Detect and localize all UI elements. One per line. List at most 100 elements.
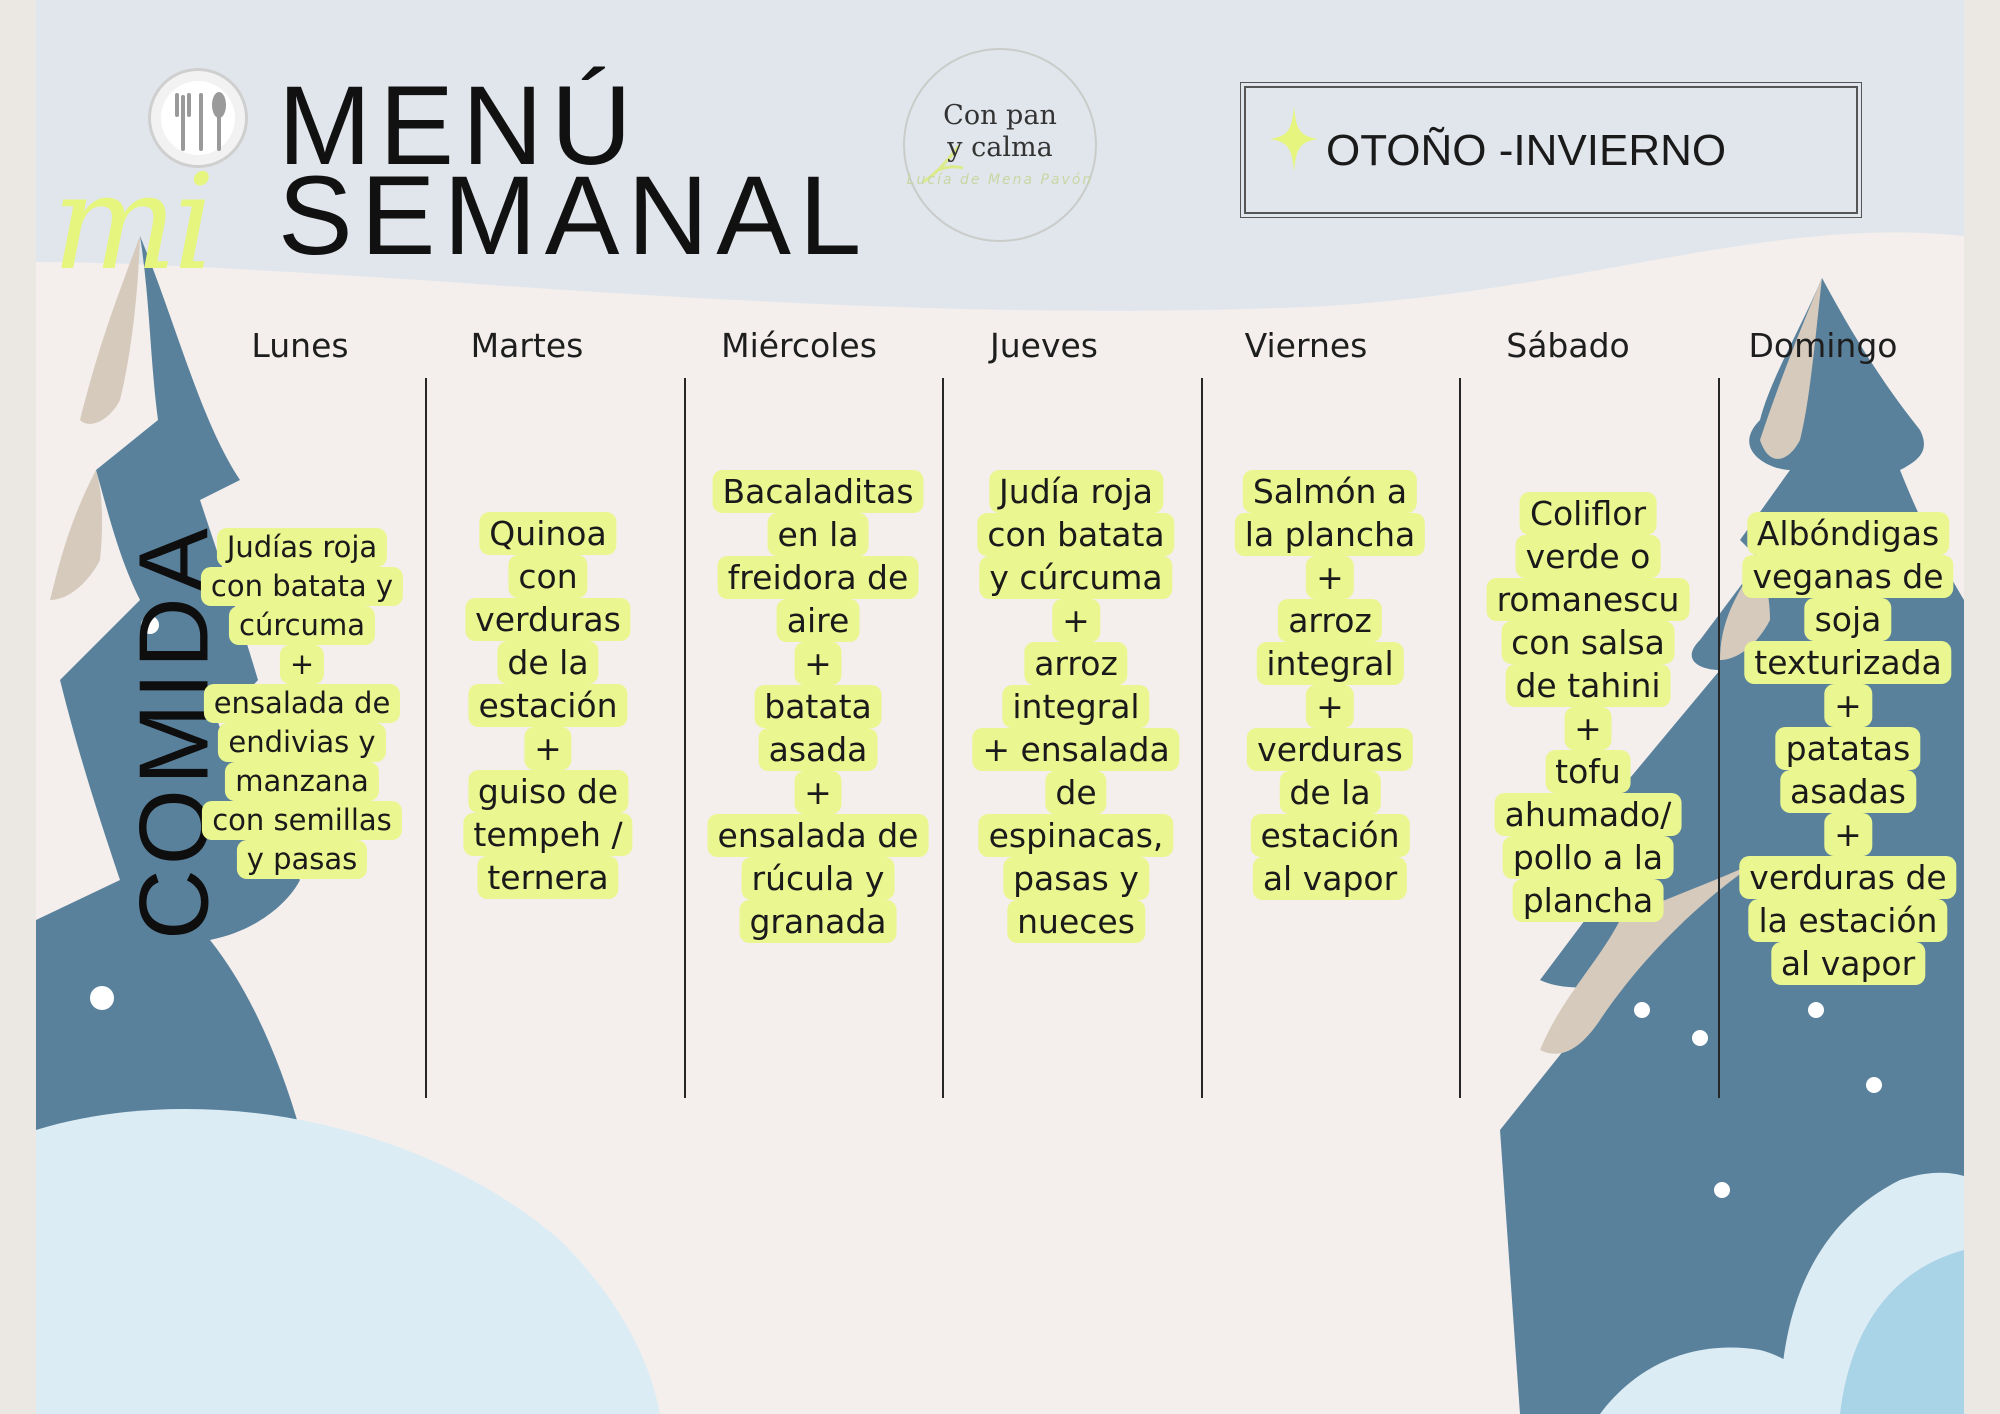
day-header-miercoles: Miércoles	[721, 326, 877, 365]
meal-line: verduras	[465, 598, 631, 641]
meal-line: texturizada	[1744, 641, 1952, 684]
meal-line: la estación	[1748, 899, 1948, 942]
meal-line: patatas	[1775, 727, 1921, 770]
meal-line: tofu	[1545, 750, 1631, 793]
meal-line: con	[508, 555, 588, 598]
day-header-viernes: Viernes	[1244, 326, 1368, 365]
meal-line: ahumado/	[1494, 793, 1682, 836]
column-divider	[684, 378, 686, 1098]
column-divider	[942, 378, 944, 1098]
column-divider	[1718, 378, 1720, 1098]
meal-line: pollo a la	[1502, 836, 1674, 879]
logo-name-line1: Con pan	[943, 100, 1057, 131]
meal-line: de tahini	[1505, 664, 1671, 707]
plate-cutlery-icon	[148, 68, 248, 168]
meal-plus-separator: +	[794, 642, 842, 685]
meal-line: ternera	[477, 856, 619, 899]
season-box: OTOÑO -INVIERNO	[1240, 82, 1862, 218]
meal-line: integral	[1002, 685, 1150, 728]
meal-line: veganas de	[1742, 555, 1954, 598]
meal-line: con semillas	[202, 801, 402, 840]
meal-line: de la	[497, 641, 599, 684]
season-label: OTOÑO -INVIERNO	[1326, 126, 1727, 175]
title-menu: MENÚ	[278, 63, 640, 188]
meal-line: al vapor	[1252, 857, 1408, 900]
meal-plus-separator: +	[524, 727, 572, 770]
day-header-domingo: Domingo	[1748, 326, 1898, 365]
meal-line: espinacas,	[978, 814, 1174, 857]
day-header-sabado: Sábado	[1506, 326, 1630, 365]
meal-line: Salmón a	[1242, 470, 1418, 513]
meal-line: aire	[776, 599, 860, 642]
meal-plus-separator: +	[794, 771, 842, 814]
meal-line: plancha	[1512, 879, 1664, 922]
column-divider	[1459, 378, 1461, 1098]
meal-line: arroz	[1024, 642, 1128, 685]
meal-line: ensalada de	[203, 684, 401, 723]
title-script-mi: mi	[52, 146, 215, 300]
meal-line: asadas	[1780, 770, 1916, 813]
column-divider	[1201, 378, 1203, 1098]
meal-line: Coliflor	[1519, 492, 1657, 535]
meal-plus-separator: +	[1564, 707, 1612, 750]
meal-line: rúcula y	[741, 857, 895, 900]
meal-line: soja	[1804, 598, 1892, 641]
meal-line: batata	[754, 685, 882, 728]
sparkle-icon	[1270, 106, 1318, 172]
meal-line: verduras	[1247, 728, 1413, 771]
meal-plus-separator: +	[1824, 813, 1872, 856]
meal-line: Albóndigas	[1746, 512, 1950, 555]
meal-line: de	[1045, 771, 1107, 814]
meal-line: cúrcuma	[229, 606, 375, 645]
meal-line: con salsa	[1501, 621, 1675, 664]
meal-line: tempeh /	[463, 813, 633, 856]
meal-line: pasas y	[1003, 857, 1149, 900]
meal-line: Quinoa	[479, 512, 617, 555]
meal-line: guiso de	[467, 770, 629, 813]
meal-line: y cúrcuma	[979, 556, 1173, 599]
meal-line: ensalada de	[707, 814, 929, 857]
meal-line: de la	[1279, 771, 1381, 814]
meal-line: freidora de	[717, 556, 919, 599]
meal-line: Judías roja	[216, 528, 388, 567]
meal-plus-separator: +	[1306, 556, 1354, 599]
meal-plus-separator: +	[1306, 685, 1354, 728]
meal-line: con batata y	[200, 567, 404, 606]
meal-line: en la	[767, 513, 869, 556]
meal-line: integral	[1256, 642, 1404, 685]
title-semanal: SEMANAL	[278, 153, 870, 278]
day-header-jueves: Jueves	[990, 326, 1098, 365]
meal-line: verde o	[1515, 535, 1661, 578]
meal-plus-separator: +	[1052, 599, 1100, 642]
meal-line: estación	[468, 684, 628, 727]
brand-logo: Con pan y calma Lucía de Mena Pavón	[903, 48, 1097, 242]
meal-plus-separator: +	[279, 645, 325, 684]
meal-line: manzana	[225, 762, 379, 801]
meal-plus-separator: +	[1824, 684, 1872, 727]
meal-line: granada	[739, 900, 897, 943]
meal-line: la plancha	[1234, 513, 1426, 556]
column-divider	[425, 378, 427, 1098]
logo-name-line2: y calma	[947, 132, 1053, 163]
meal-line: endivias y	[218, 723, 386, 762]
meal-line: nueces	[1007, 900, 1145, 943]
meal-line: verduras de	[1739, 856, 1957, 899]
meal-line: y pasas	[236, 840, 368, 879]
day-header-lunes: Lunes	[251, 326, 349, 365]
day-header-martes: Martes	[470, 326, 584, 365]
meal-line: asada	[758, 728, 878, 771]
meal-line: Bacaladitas	[712, 470, 924, 513]
leaf-icon	[922, 145, 964, 184]
left-tree-illustration	[36, 236, 300, 1130]
meal-line: romanescu	[1486, 578, 1690, 621]
meal-line: + ensalada	[972, 728, 1180, 771]
meal-line: al vapor	[1770, 942, 1926, 985]
meal-line: arroz	[1278, 599, 1382, 642]
meal-line: estación	[1250, 814, 1410, 857]
